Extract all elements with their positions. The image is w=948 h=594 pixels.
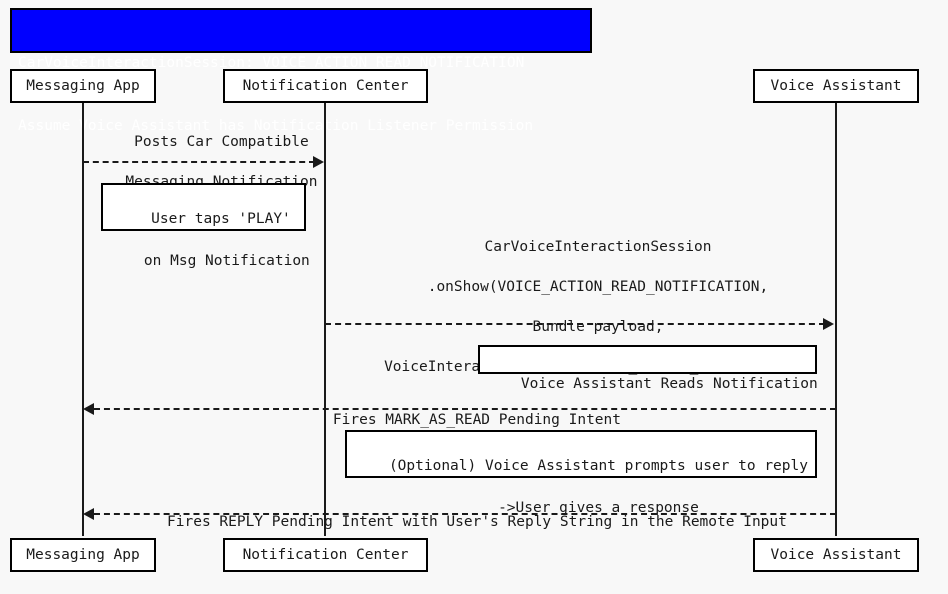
participant-label: Messaging App <box>26 78 140 94</box>
message-label-line: Posts Car Compatible <box>134 134 309 150</box>
participant-label: Notification Center <box>242 547 409 563</box>
participant-voice-assistant-bottom[interactable]: Voice Assistant <box>753 538 919 572</box>
message-arrow-on-show <box>325 323 825 325</box>
participant-label: Notification Center <box>242 78 409 94</box>
note-line: Voice Assistant Reads Notification <box>520 376 818 392</box>
note-optional-reply-prompt: (Optional) Voice Assistant prompts user … <box>345 430 817 516</box>
note-user-taps-play: User taps 'PLAY' on Msg Notification <box>101 183 310 269</box>
message-label-reply-intent: Fires REPLY Pending Intent with User's R… <box>84 492 835 552</box>
note-line: ->User gives a response <box>498 500 699 516</box>
diagram-title-line-2: Assume Voice Assistant has Notification … <box>18 118 534 134</box>
participant-notification-center-top[interactable]: Notification Center <box>223 69 428 103</box>
note-line: on Msg Notification <box>143 253 310 269</box>
participant-voice-assistant-top[interactable]: Voice Assistant <box>753 69 919 103</box>
diagram-title-banner: CarVoiceInteractionSession: VOICE_ACTION… <box>10 8 592 134</box>
message-label-line: Bundle payload, <box>532 319 664 335</box>
message-label-line: Fires REPLY Pending Intent with User's R… <box>167 514 787 530</box>
message-label-line: CarVoiceInteractionSession <box>484 239 712 255</box>
participant-messaging-app-top[interactable]: Messaging App <box>10 69 156 103</box>
lifeline-notification-center <box>324 103 326 536</box>
message-label-line: .onShow(VOICE_ACTION_READ_NOTIFICATION, <box>427 279 769 295</box>
message-arrow-reply-intent <box>94 513 836 515</box>
message-arrowhead-post-notification <box>313 156 324 168</box>
participant-label: Voice Assistant <box>770 547 902 563</box>
message-arrow-mark-as-read <box>94 408 836 410</box>
message-arrowhead-on-show <box>823 318 834 330</box>
message-arrowhead-reply-intent <box>83 508 94 520</box>
note-line: (Optional) Voice Assistant prompts user … <box>388 458 808 474</box>
participant-notification-center-bottom[interactable]: Notification Center <box>223 538 428 572</box>
participant-label: Messaging App <box>26 547 140 563</box>
message-arrow-post-notification <box>83 161 315 163</box>
note-line: User taps 'PLAY' <box>151 211 291 227</box>
message-label-line: Fires MARK_AS_READ Pending Intent <box>332 412 621 428</box>
lifeline-voice-assistant <box>835 103 837 536</box>
message-arrowhead-mark-as-read <box>83 403 94 415</box>
participant-messaging-app-bottom[interactable]: Messaging App <box>10 538 156 572</box>
note-assistant-reads: Voice Assistant Reads Notification <box>478 345 818 392</box>
diagram-title-line-1: CarVoiceInteractionSession: VOICE_ACTION… <box>18 55 525 71</box>
lifeline-messaging-app <box>82 103 84 536</box>
message-label-mark-as-read: Fires MARK_AS_READ Pending Intent <box>84 390 835 450</box>
participant-label: Voice Assistant <box>770 78 902 94</box>
